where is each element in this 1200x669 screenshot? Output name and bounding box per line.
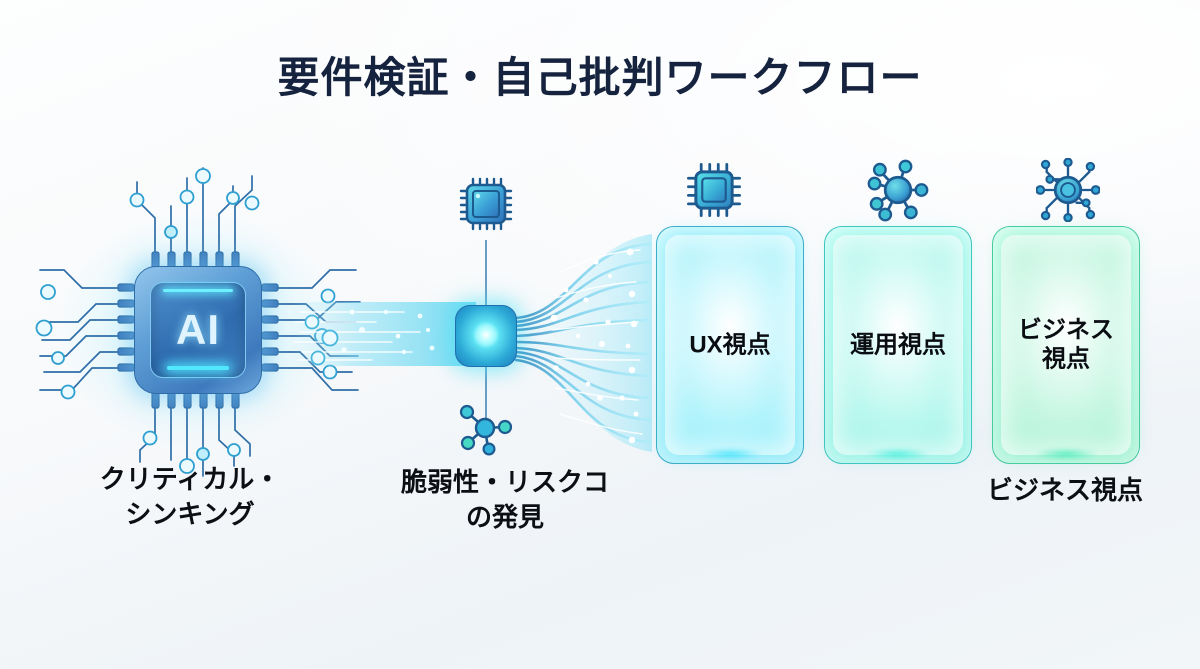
card-label: UX視点 — [689, 331, 771, 359]
network-node-icon — [1036, 158, 1100, 222]
card-label: 運用視点 — [850, 331, 946, 359]
card-inner-panel — [665, 235, 795, 455]
stage-outputs-caption: ビジネス視点 — [986, 475, 1143, 505]
card-foot-glow — [866, 448, 930, 460]
microchip-icon — [456, 174, 516, 234]
perspective-card-operations[interactable]: 運用視点 — [824, 226, 972, 464]
perspective-card-business[interactable]: ビジネス 視点 — [992, 226, 1140, 464]
node-core — [473, 321, 499, 348]
card-foot-glow — [698, 448, 762, 460]
perspective-card-ux[interactable]: UX視点 — [656, 226, 804, 464]
hub-node-icon — [866, 158, 930, 222]
stage-process-caption: 脆弱性・リスクコ の発見 — [400, 467, 609, 532]
stage-input-caption: クリティカル・ シンキング — [99, 464, 281, 529]
card-foot-glow — [1034, 448, 1098, 460]
ai-chip-icon: AI — [134, 266, 262, 394]
ai-chip-label: AI — [176, 306, 220, 353]
ai-chip-die — [150, 282, 246, 378]
microchip-icon — [682, 158, 746, 222]
card-label: ビジネス 視点 — [1018, 316, 1114, 373]
page-title: 要件検証・自己批判ワークフロー — [277, 54, 923, 101]
card-inner-panel — [833, 235, 963, 455]
card-inner-panel — [1001, 235, 1131, 455]
molecule-node-icon — [455, 398, 515, 458]
glowing-node-icon — [455, 305, 517, 367]
